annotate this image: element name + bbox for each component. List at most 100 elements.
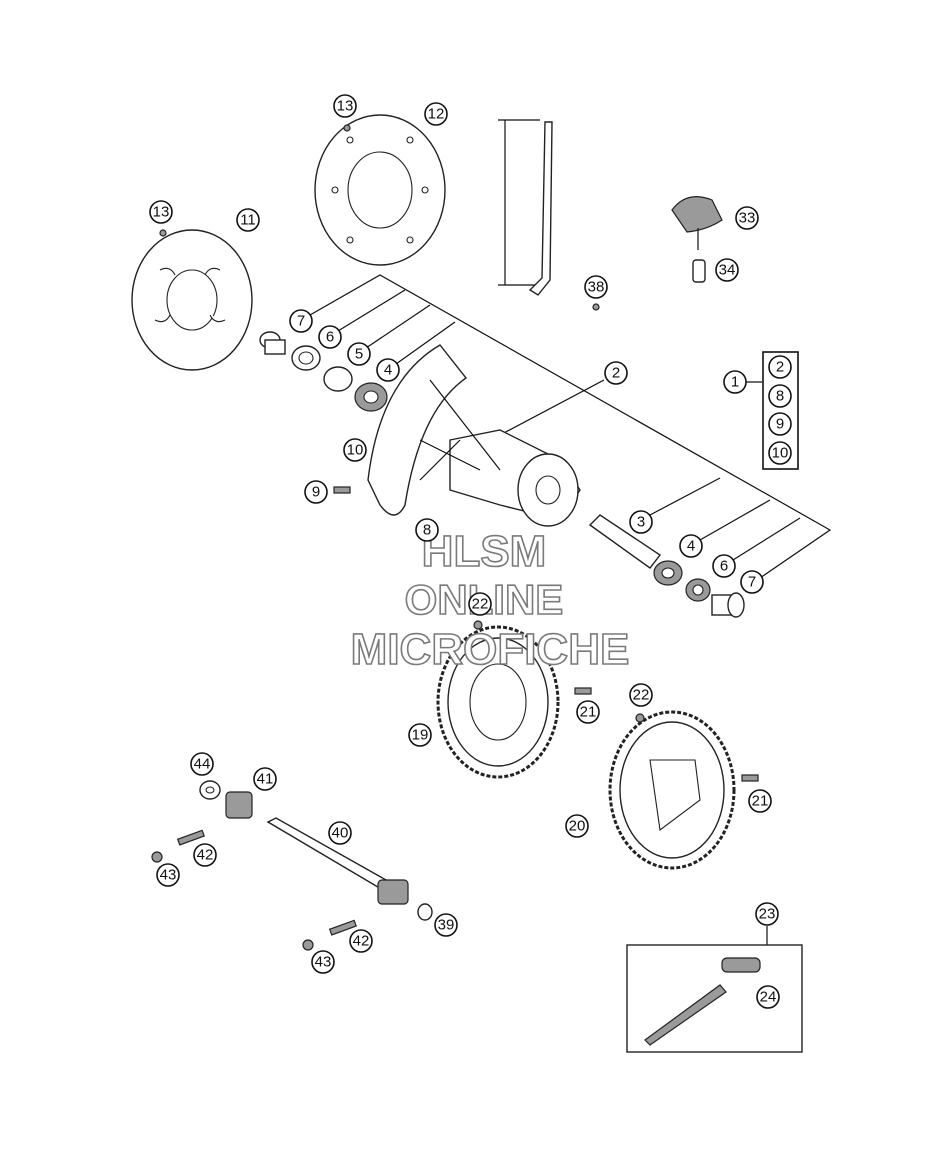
adjuster-screw-42b [328, 919, 357, 936]
callout-c23: 23 [755, 902, 779, 926]
callout-c21b: 21 [748, 789, 772, 813]
callout-label: 39 [438, 917, 455, 934]
callout-label: 10 [347, 442, 364, 459]
callout-label: 33 [739, 210, 756, 227]
callout-c3: 3 [629, 510, 653, 534]
callout-c44: 44 [190, 752, 214, 776]
kit-item-k8: 8 [768, 384, 792, 408]
callout-c43b: 43 [311, 950, 335, 974]
callout-label: 12 [428, 106, 445, 123]
callout-c5: 5 [347, 342, 371, 366]
callout-label: 2 [612, 365, 620, 382]
spacer-7-left [259, 331, 286, 355]
chain-kit-box [626, 944, 803, 1053]
callout-label: 7 [748, 574, 756, 591]
callout-c10: 10 [343, 438, 367, 462]
callout-label: 13 [337, 98, 354, 115]
nut-43a [151, 851, 163, 863]
callout-c20: 20 [565, 814, 589, 838]
callout-c22a: 22 [468, 592, 492, 616]
kit-box-items: 2 8 9 10 [768, 355, 792, 465]
valve-cap-33 [671, 196, 723, 250]
sprocket-19 [436, 620, 592, 779]
callout-c9: 9 [304, 480, 328, 504]
kit-item-label: 8 [776, 388, 784, 405]
callout-label: 8 [423, 522, 431, 539]
brake-disc-12 [314, 114, 446, 266]
kit-item-k2: 2 [768, 355, 792, 379]
callout-label: 43 [315, 954, 332, 971]
kit-item-label: 2 [776, 359, 784, 376]
hub-2 [419, 379, 581, 527]
callout-label: 22 [472, 596, 489, 613]
callout-label: 22 [633, 687, 650, 704]
callout-label: 24 [760, 989, 777, 1006]
sprocket-20 [608, 710, 759, 870]
callout-label: 13 [153, 204, 170, 221]
watermark-line3: MICROFICHE [351, 625, 630, 674]
kit-item-k9: 9 [768, 412, 792, 436]
nut-44 [199, 780, 221, 800]
leader-lines [309, 119, 832, 945]
callout-c6a: 6 [318, 325, 342, 349]
valve-nut-34 [692, 259, 706, 283]
callout-label: 3 [637, 514, 645, 531]
spoke-part [528, 121, 553, 296]
callout-label: 38 [588, 279, 605, 296]
spacer-7-right [711, 592, 745, 618]
callout-c13a: 13 [333, 94, 357, 118]
callout-c13b: 13 [149, 200, 173, 224]
callout-label: 34 [719, 262, 736, 279]
callout-c40: 40 [328, 821, 352, 845]
callout-c43a: 43 [156, 863, 180, 887]
callout-c22b: 22 [629, 683, 653, 707]
callout-c11: 11 [236, 208, 260, 232]
callout-c7a: 7 [289, 309, 313, 333]
callout-label: 5 [355, 346, 363, 363]
callout-label: 20 [569, 818, 586, 835]
nut-39 [417, 903, 433, 921]
callout-label: 9 [312, 484, 320, 501]
adjuster-screw-42a [176, 829, 205, 846]
watermark-line1: HLSM [422, 527, 547, 576]
callout-c42b: 42 [349, 929, 373, 953]
callout-c42a: 42 [193, 843, 217, 867]
bolt-9 [333, 486, 351, 494]
kit-item-label: 10 [772, 445, 789, 462]
circlip-5 [323, 366, 353, 392]
callout-c4a: 4 [376, 358, 400, 382]
callout-c4b: 4 [679, 534, 703, 558]
brake-disc-11 [131, 229, 253, 371]
callout-c7b: 7 [740, 570, 764, 594]
callout-c38: 38 [584, 275, 608, 299]
nut-43b [302, 939, 314, 951]
callout-c19: 19 [408, 723, 432, 747]
callout-label: 4 [687, 538, 695, 555]
callout-c21a: 21 [576, 700, 600, 724]
callout-label: 23 [759, 906, 776, 923]
callout-label: 42 [353, 933, 370, 950]
callout-label: 21 [580, 704, 597, 721]
callout-label: 19 [412, 727, 429, 744]
callout-label: 11 [240, 212, 256, 229]
callout-c2: 2 [604, 361, 628, 385]
callout-c39: 39 [434, 913, 458, 937]
axle-40 [266, 817, 409, 905]
callout-label: 41 [257, 771, 274, 788]
callout-c6b: 6 [712, 554, 736, 578]
callout-c24: 24 [756, 985, 780, 1009]
callout-c1: 1 [723, 370, 747, 394]
callout-label: 6 [326, 329, 334, 346]
spacer-3 [588, 514, 662, 569]
callout-label: 4 [384, 362, 392, 379]
bearing-4-left [354, 382, 388, 412]
seal-6-left [291, 345, 321, 371]
kit-item-k10: 10 [768, 441, 792, 465]
callout-label: 6 [720, 558, 728, 575]
watermark: HLSM ONLINE MICROFICHE [350, 526, 630, 675]
callout-c12: 12 [424, 102, 448, 126]
chain-adjuster-41 [225, 791, 253, 819]
callout-label: 40 [332, 825, 349, 842]
callout-label: 43 [160, 867, 177, 884]
